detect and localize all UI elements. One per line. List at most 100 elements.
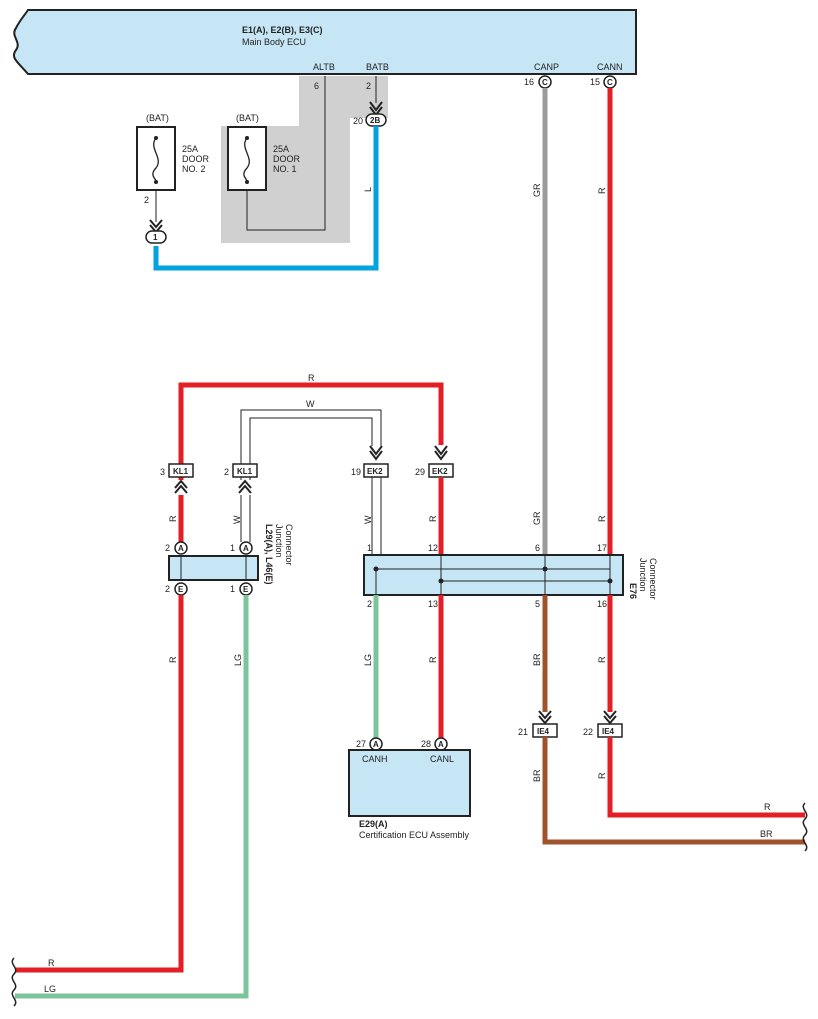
fuse-door2-line3: NO. 2 [182, 164, 206, 174]
certification-ecu: 27 A 28 A CANH CANL E29(A) Certification… [348, 737, 471, 840]
wire-r-bottom-left-label: R [168, 656, 178, 663]
fuse-door1: (BAT) 25A DOOR NO. 1 [227, 113, 301, 191]
e76-line1: Junction [638, 558, 648, 592]
jcl-name: L29(A), L46(E) [264, 524, 274, 585]
ie4-left-label: IE4 [537, 727, 550, 736]
cert-ecu-name: E29(A) [359, 819, 388, 829]
wire-gr-label-bottom: GR [532, 511, 542, 525]
wire-w-inner [249, 417, 373, 480]
fuse-door1-shade [221, 76, 388, 243]
wire-r-top-label: R [308, 373, 315, 383]
wire-lg-end-label: LG [44, 984, 56, 994]
wire-br-bottom [542, 737, 805, 845]
ie4-right-label: IE4 [602, 727, 615, 736]
wire-w-left-label: W [232, 515, 242, 524]
main-body-ecu: E1(A), E2(B), E3(C) Main Body ECU ALTB B… [12, 9, 637, 75]
wire-r-mid-label: R [428, 515, 438, 522]
canl-num: 28 [421, 739, 431, 749]
wire-r-bottom-right-label: R [597, 772, 607, 779]
fuse-door2-source: (BAT) [146, 113, 169, 123]
wire-r-right-end-label: R [764, 802, 771, 812]
wire-w-top-label: W [306, 399, 315, 409]
fuse-door2-line2: DOOR [182, 154, 210, 164]
canh-num: 27 [356, 739, 366, 749]
canh-conn: A [373, 740, 379, 749]
canp-pin-num: 16 [524, 77, 534, 87]
e76-name: E76 [628, 583, 638, 599]
e76-bottom-pin-2: 13 [428, 599, 438, 609]
wire-lg-bottom-left [15, 595, 249, 999]
e76-bottom-pin-1: 2 [367, 599, 372, 609]
wire-lg-mid-label: LG [363, 654, 373, 666]
pin-batb-num: 2 [366, 81, 371, 91]
wire-r-bottom-right [607, 737, 805, 818]
e76-top-pin-2: 12 [428, 543, 438, 553]
altb-wire [246, 76, 326, 231]
pin-cann-label: CANN [597, 62, 623, 72]
jcl-e1-conn: E [178, 585, 184, 594]
e76-top-pin-4: 17 [597, 543, 607, 553]
main-ecu-subtitle: Main Body ECU [242, 37, 306, 47]
e76-line2: Connector [648, 558, 658, 600]
jcl-a2-num: 1 [230, 543, 235, 553]
wire-gr-label-top: GR [532, 183, 542, 197]
canl-label: CANL [430, 754, 454, 764]
pin-altb-label: ALTB [313, 62, 335, 72]
canp-conn: C [542, 78, 548, 87]
jcl-a2-conn: A [243, 544, 249, 553]
wire-r-mid2-label: R [428, 656, 438, 663]
wire-l-label: L [363, 187, 373, 192]
cert-ecu-subtitle: Certification ECU Assembly [359, 830, 470, 840]
kl1-right-label: KL1 [237, 467, 253, 476]
wire-r-right-label: R [597, 656, 607, 663]
cann-pin-num: 15 [590, 77, 600, 87]
wire-w-outer [240, 409, 382, 480]
jcl-e1-num: 2 [165, 584, 170, 594]
kl1-left-num: 3 [160, 467, 165, 477]
wire-lg-left-label: LG [233, 654, 243, 666]
ie4-left-num: 21 [518, 727, 528, 737]
conn-2b-num: 20 [353, 116, 363, 126]
wire-br-bottom-label: BR [532, 769, 542, 782]
wire-br-end-label: BR [760, 829, 773, 839]
wire-r-cann-label-bottom: R [597, 515, 607, 522]
wire-r-top-loop [178, 382, 444, 480]
jcl-a1-conn: A [178, 544, 184, 553]
pin-altb-num: 6 [314, 81, 319, 91]
jcl-line1: Junction [274, 524, 284, 558]
main-ecu-title: E1(A), E2(B), E3(C) [242, 25, 323, 35]
fuse-door2-connector: 1 [153, 233, 158, 242]
ek2-left-label: EK2 [367, 467, 383, 476]
junction-connector-left: 2 A 1 A 2 E 1 E L29(A), L46(E) Junction … [165, 524, 294, 596]
e76-bottom-pin-3: 5 [535, 599, 540, 609]
wire-w-mid-label: W [363, 515, 373, 524]
pin-canp-label: CANP [534, 62, 559, 72]
wire-r-cann-label-top: R [597, 187, 607, 194]
fuse-door2-pin: 2 [144, 195, 149, 205]
canl-conn: A [438, 740, 444, 749]
pin-batb-label: BATB [366, 62, 389, 72]
e76-top-pin-3: 6 [535, 543, 540, 553]
junction-connector-e76: 1 12 6 17 2 13 5 16 E76 Junction Connect… [363, 543, 658, 609]
wire-r-bottom-left [15, 595, 184, 973]
ek2-left-num: 19 [351, 467, 361, 477]
kl1-right-num: 2 [224, 467, 229, 477]
fuse-door2-amp: 25A [182, 144, 198, 154]
wire-l-blue [153, 126, 379, 271]
fuse-door1-source: (BAT) [236, 113, 259, 123]
fuse-door1-line2: DOOR [273, 154, 301, 164]
jcl-line2: Connector [284, 524, 294, 566]
fuse-door1-amp: 25A [273, 144, 289, 154]
wire-br-top-label: BR [532, 653, 542, 666]
fuse-door2: (BAT) 25A DOOR NO. 2 2 1 [136, 113, 210, 244]
canh-label: CANH [362, 754, 388, 764]
jcl-a1-num: 2 [165, 543, 170, 553]
cann-conn: C [607, 78, 613, 87]
wire-r-end-label: R [48, 958, 55, 968]
wire-r-left-label: R [168, 515, 178, 522]
fuse-door1-line3: NO. 1 [273, 164, 297, 174]
e76-top-pin-1: 1 [367, 543, 372, 553]
kl1-left-label: KL1 [173, 467, 189, 476]
e76-bottom-pin-4: 16 [597, 599, 607, 609]
